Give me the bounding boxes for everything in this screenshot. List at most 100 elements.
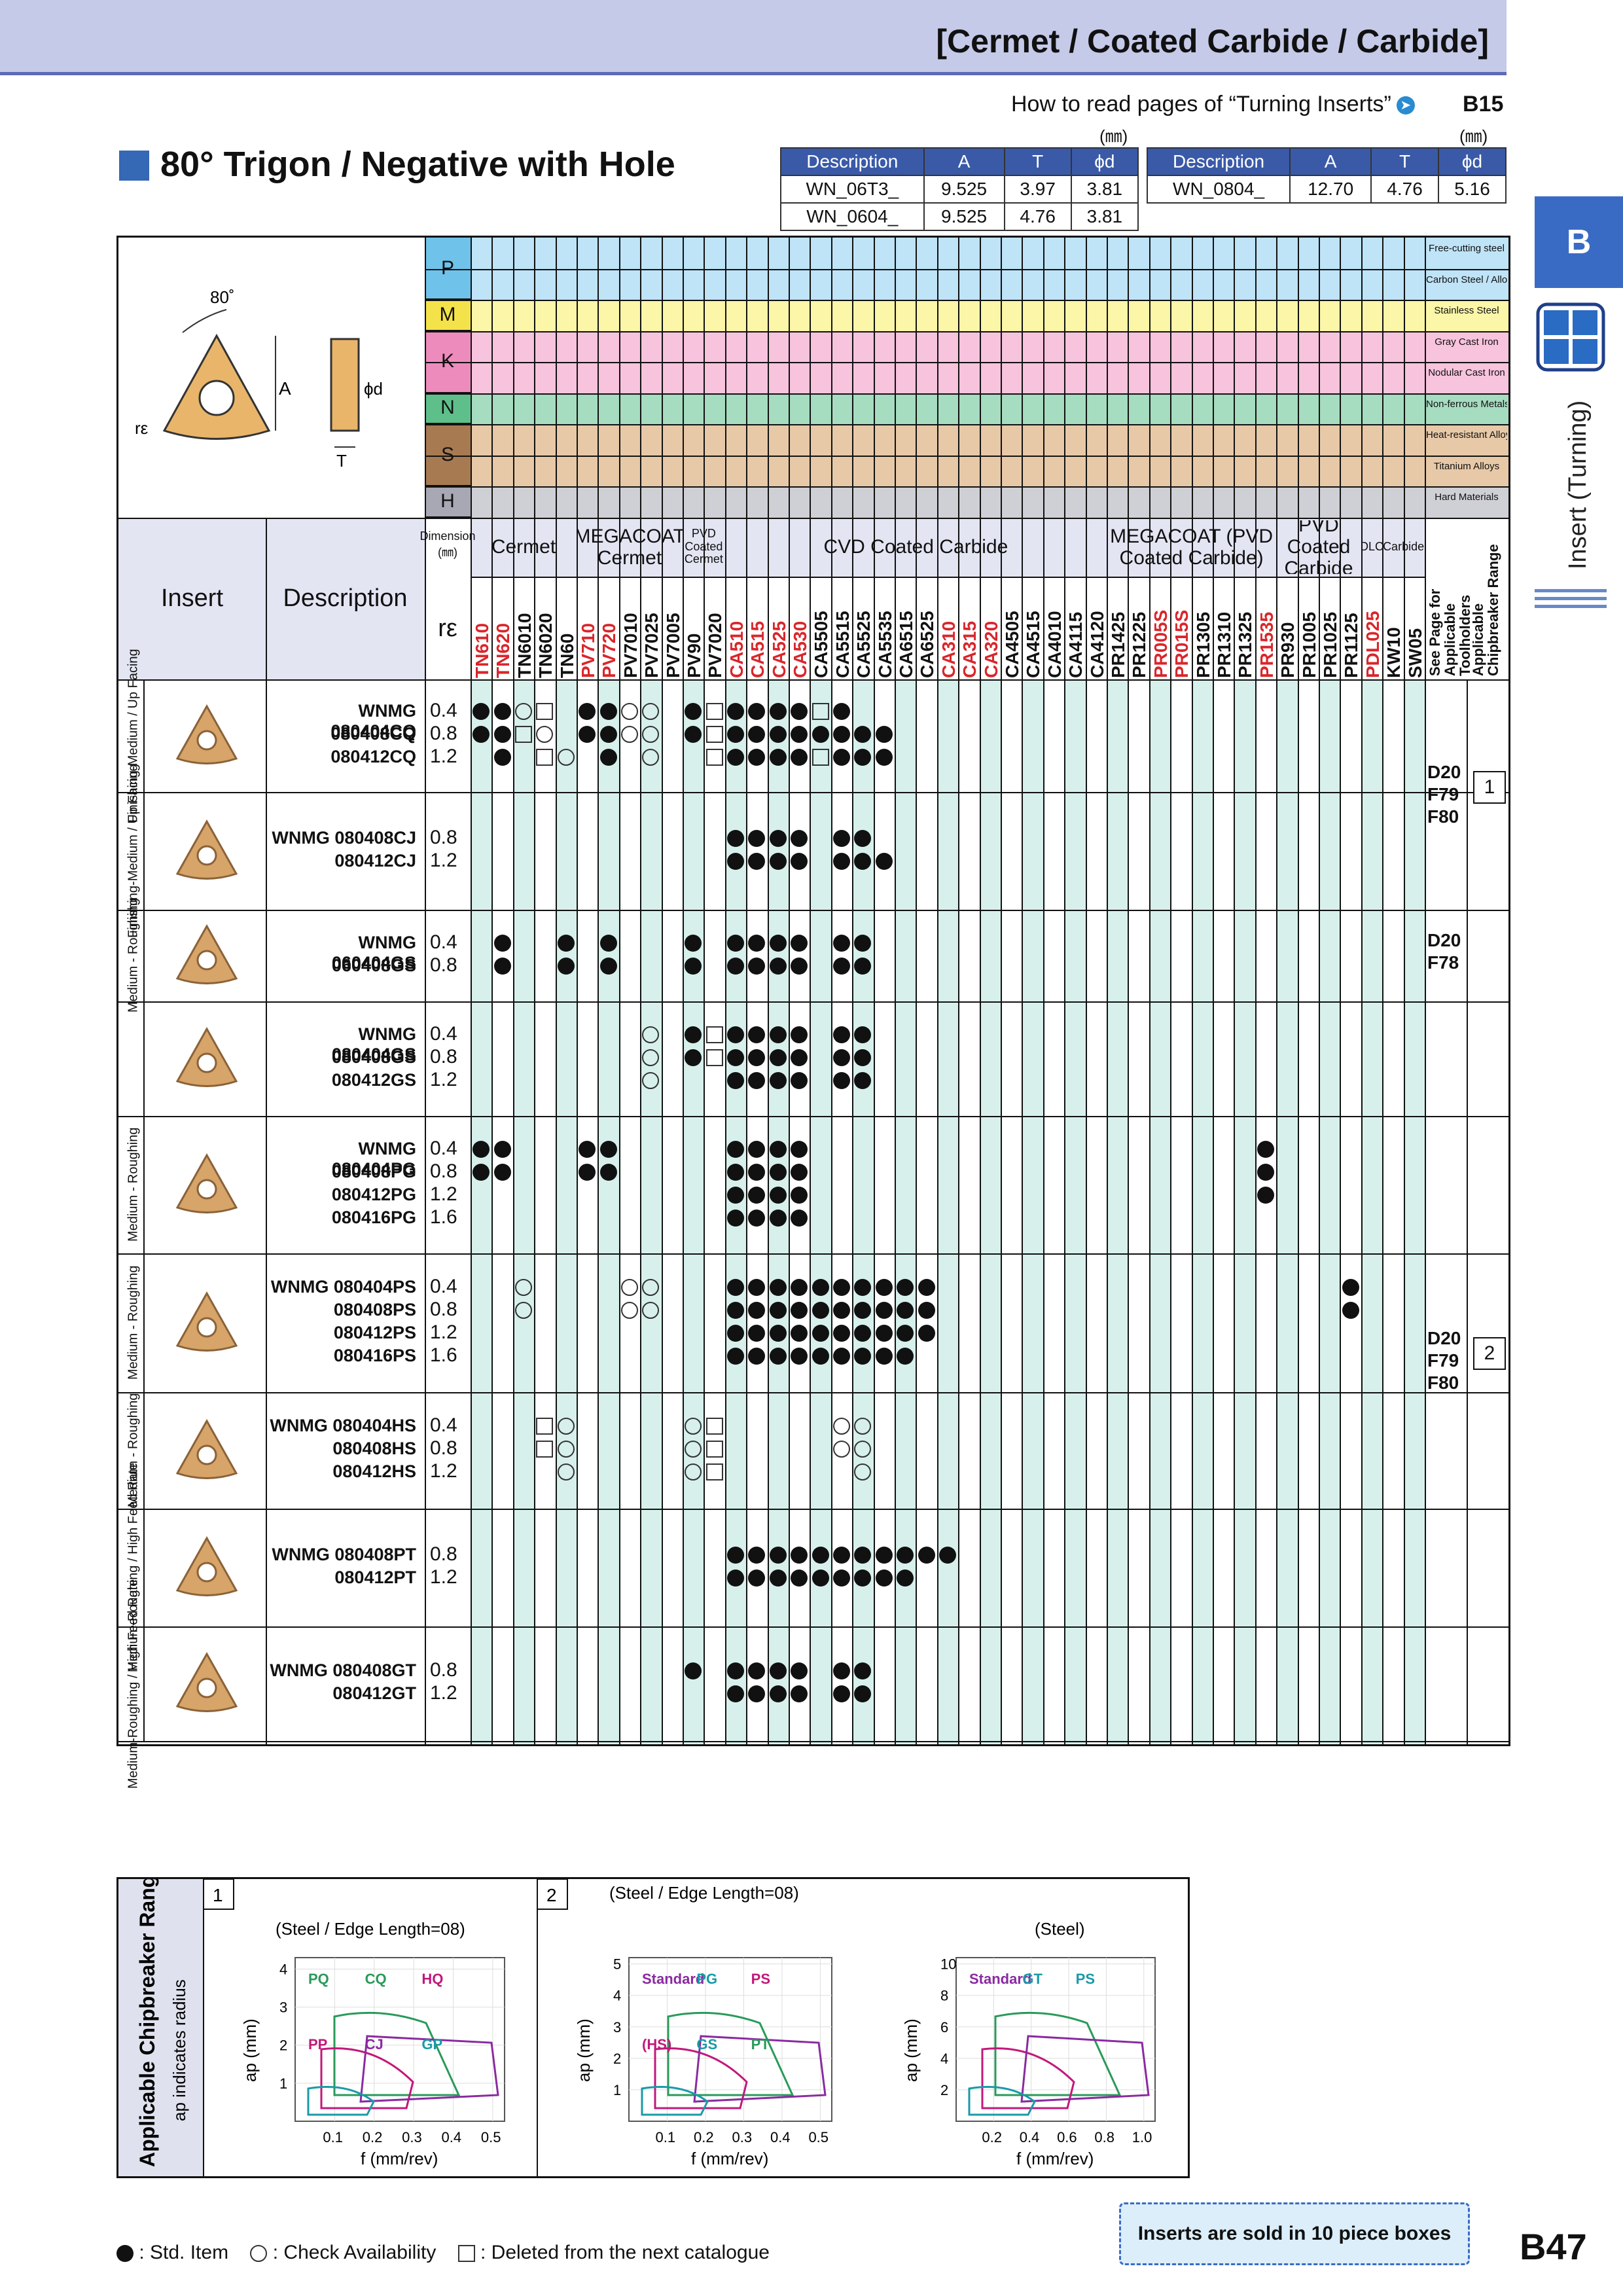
chipbreaker-region — [981, 2047, 1075, 2109]
page-ref[interactable]: F80 — [1427, 1372, 1459, 1393]
grid-line — [425, 238, 426, 1744]
y-tick-label: 2 — [940, 2082, 948, 2098]
std-item-icon — [812, 1278, 829, 1296]
grid-line — [118, 679, 1508, 681]
grade-column-bg — [810, 679, 831, 1744]
grade-label-pr015s: PR015S — [1171, 609, 1192, 678]
grid-line — [118, 1740, 1508, 1742]
chipbreaker-region — [968, 2086, 1036, 2116]
grid-line — [1425, 517, 1426, 577]
page-ref[interactable]: D20 — [1427, 1327, 1461, 1348]
std-item-icon — [812, 1324, 829, 1342]
chipbreaker-range-ref[interactable]: 2 — [1473, 1336, 1506, 1370]
grade-label-ca320: CA320 — [980, 620, 1001, 678]
grid-line — [1382, 238, 1384, 1744]
std-item-icon — [748, 1186, 766, 1204]
std-item-icon — [833, 1324, 850, 1342]
std-item-icon — [473, 726, 490, 743]
nose-radius: 1.6 — [430, 1344, 457, 1366]
grid-line — [143, 909, 145, 1001]
insert-photo — [168, 815, 246, 887]
machining-class-label: Finishing-Medium / Up Facing — [126, 763, 141, 938]
grade-label-ca5505: CA5505 — [811, 610, 832, 678]
grade-label-pv7020: PV7020 — [705, 612, 726, 678]
nose-radius: 1.2 — [430, 1566, 457, 1588]
grid-line — [425, 362, 1508, 363]
grade-column-bg — [1403, 679, 1425, 1744]
std-item-icon — [599, 957, 617, 975]
nose-radius: 1.2 — [430, 745, 457, 767]
insert-code: 080412PS — [333, 1322, 416, 1342]
page-ref[interactable]: F79 — [1427, 1350, 1459, 1371]
check-availability-icon — [557, 749, 575, 766]
std-item-icon — [493, 749, 511, 766]
chipbreaker-region — [693, 2035, 827, 2103]
grade-column-bg — [1043, 679, 1065, 1744]
page-ref[interactable]: F79 — [1427, 783, 1459, 804]
howto-ref[interactable]: B15 — [1463, 92, 1504, 117]
y-tick-label: 4 — [279, 1961, 287, 1977]
std-item-icon — [493, 703, 511, 720]
unit-label-2: (㎜) — [1459, 126, 1488, 146]
page-ref[interactable]: F80 — [1427, 806, 1459, 827]
chipbreaker-range-ref[interactable]: 1 — [1473, 770, 1506, 804]
std-item-icon — [579, 703, 596, 720]
section-tab-b[interactable]: B — [1535, 196, 1623, 288]
grid-line — [1085, 238, 1087, 1744]
x-tick-label: 0.6 — [1057, 2129, 1077, 2145]
grade-label-pr1325: PR1325 — [1235, 611, 1256, 678]
chipbreaker-region — [667, 2011, 794, 2096]
title-square-icon — [119, 151, 149, 181]
std-item-icon — [748, 852, 766, 870]
page-title: 80° Trigon / Negative with Hole — [160, 145, 675, 184]
family-header-megacoat-cermet: MEGACOAT Cermet — [577, 525, 683, 569]
chipbreaker-label: PS — [1076, 1971, 1095, 1987]
chipbreaker-label: PP — [308, 2036, 327, 2053]
nose-radius: 1.2 — [430, 1321, 457, 1343]
grade-label-tn60: TN60 — [556, 633, 577, 678]
deleted-item-icon — [705, 1441, 723, 1458]
tab-divider — [1535, 597, 1607, 600]
x-tick-label: 0.5 — [808, 2129, 829, 2145]
std-item-icon — [854, 726, 872, 743]
std-item-icon — [769, 1347, 787, 1365]
howto-link[interactable]: How to read pages of “Turning Inserts”➤ — [1011, 92, 1415, 117]
grid-line — [1149, 238, 1150, 1744]
grid-line — [916, 238, 918, 1744]
page-ref[interactable]: F78 — [1427, 952, 1459, 973]
grade-column-bg — [1340, 679, 1361, 1744]
deleted-item-icon — [536, 703, 554, 720]
grade-label-tn6020: TN6020 — [535, 612, 556, 678]
description-header: Description — [283, 584, 408, 612]
std-item-icon — [791, 1163, 808, 1181]
grid-line — [534, 238, 536, 1744]
deleted-item-icon — [705, 749, 723, 766]
std-item-icon — [748, 703, 766, 720]
tab-divider — [1535, 589, 1607, 592]
grid-line — [1191, 238, 1193, 1744]
std-item-icon — [875, 1324, 893, 1342]
grid-line — [1297, 238, 1299, 1744]
family-header-carbide: Carbide — [1383, 539, 1425, 553]
deleted-item-icon — [812, 749, 829, 766]
grid-line — [1319, 238, 1320, 1744]
std-item-icon — [685, 726, 702, 743]
nose-radius: 1.2 — [430, 849, 457, 871]
page-ref[interactable]: D20 — [1427, 929, 1461, 950]
std-item-icon — [854, 852, 872, 870]
std-item-icon — [748, 726, 766, 743]
grid-line — [118, 1001, 1508, 1003]
check-availability-icon — [833, 1418, 850, 1435]
y-axis-label: ap (mm) — [901, 2018, 921, 2082]
std-item-icon — [854, 1301, 872, 1319]
material-desc: Titanium Alloys — [1433, 460, 1500, 472]
nose-radius: 0.4 — [430, 1275, 457, 1297]
material-row-bg — [425, 486, 1508, 518]
grade-column-bg — [1170, 679, 1192, 1744]
page-ref[interactable]: D20 — [1427, 761, 1461, 782]
y-tick-label: 1 — [279, 2075, 287, 2092]
material-code-H: H — [425, 486, 471, 518]
std-item-icon — [833, 957, 850, 975]
